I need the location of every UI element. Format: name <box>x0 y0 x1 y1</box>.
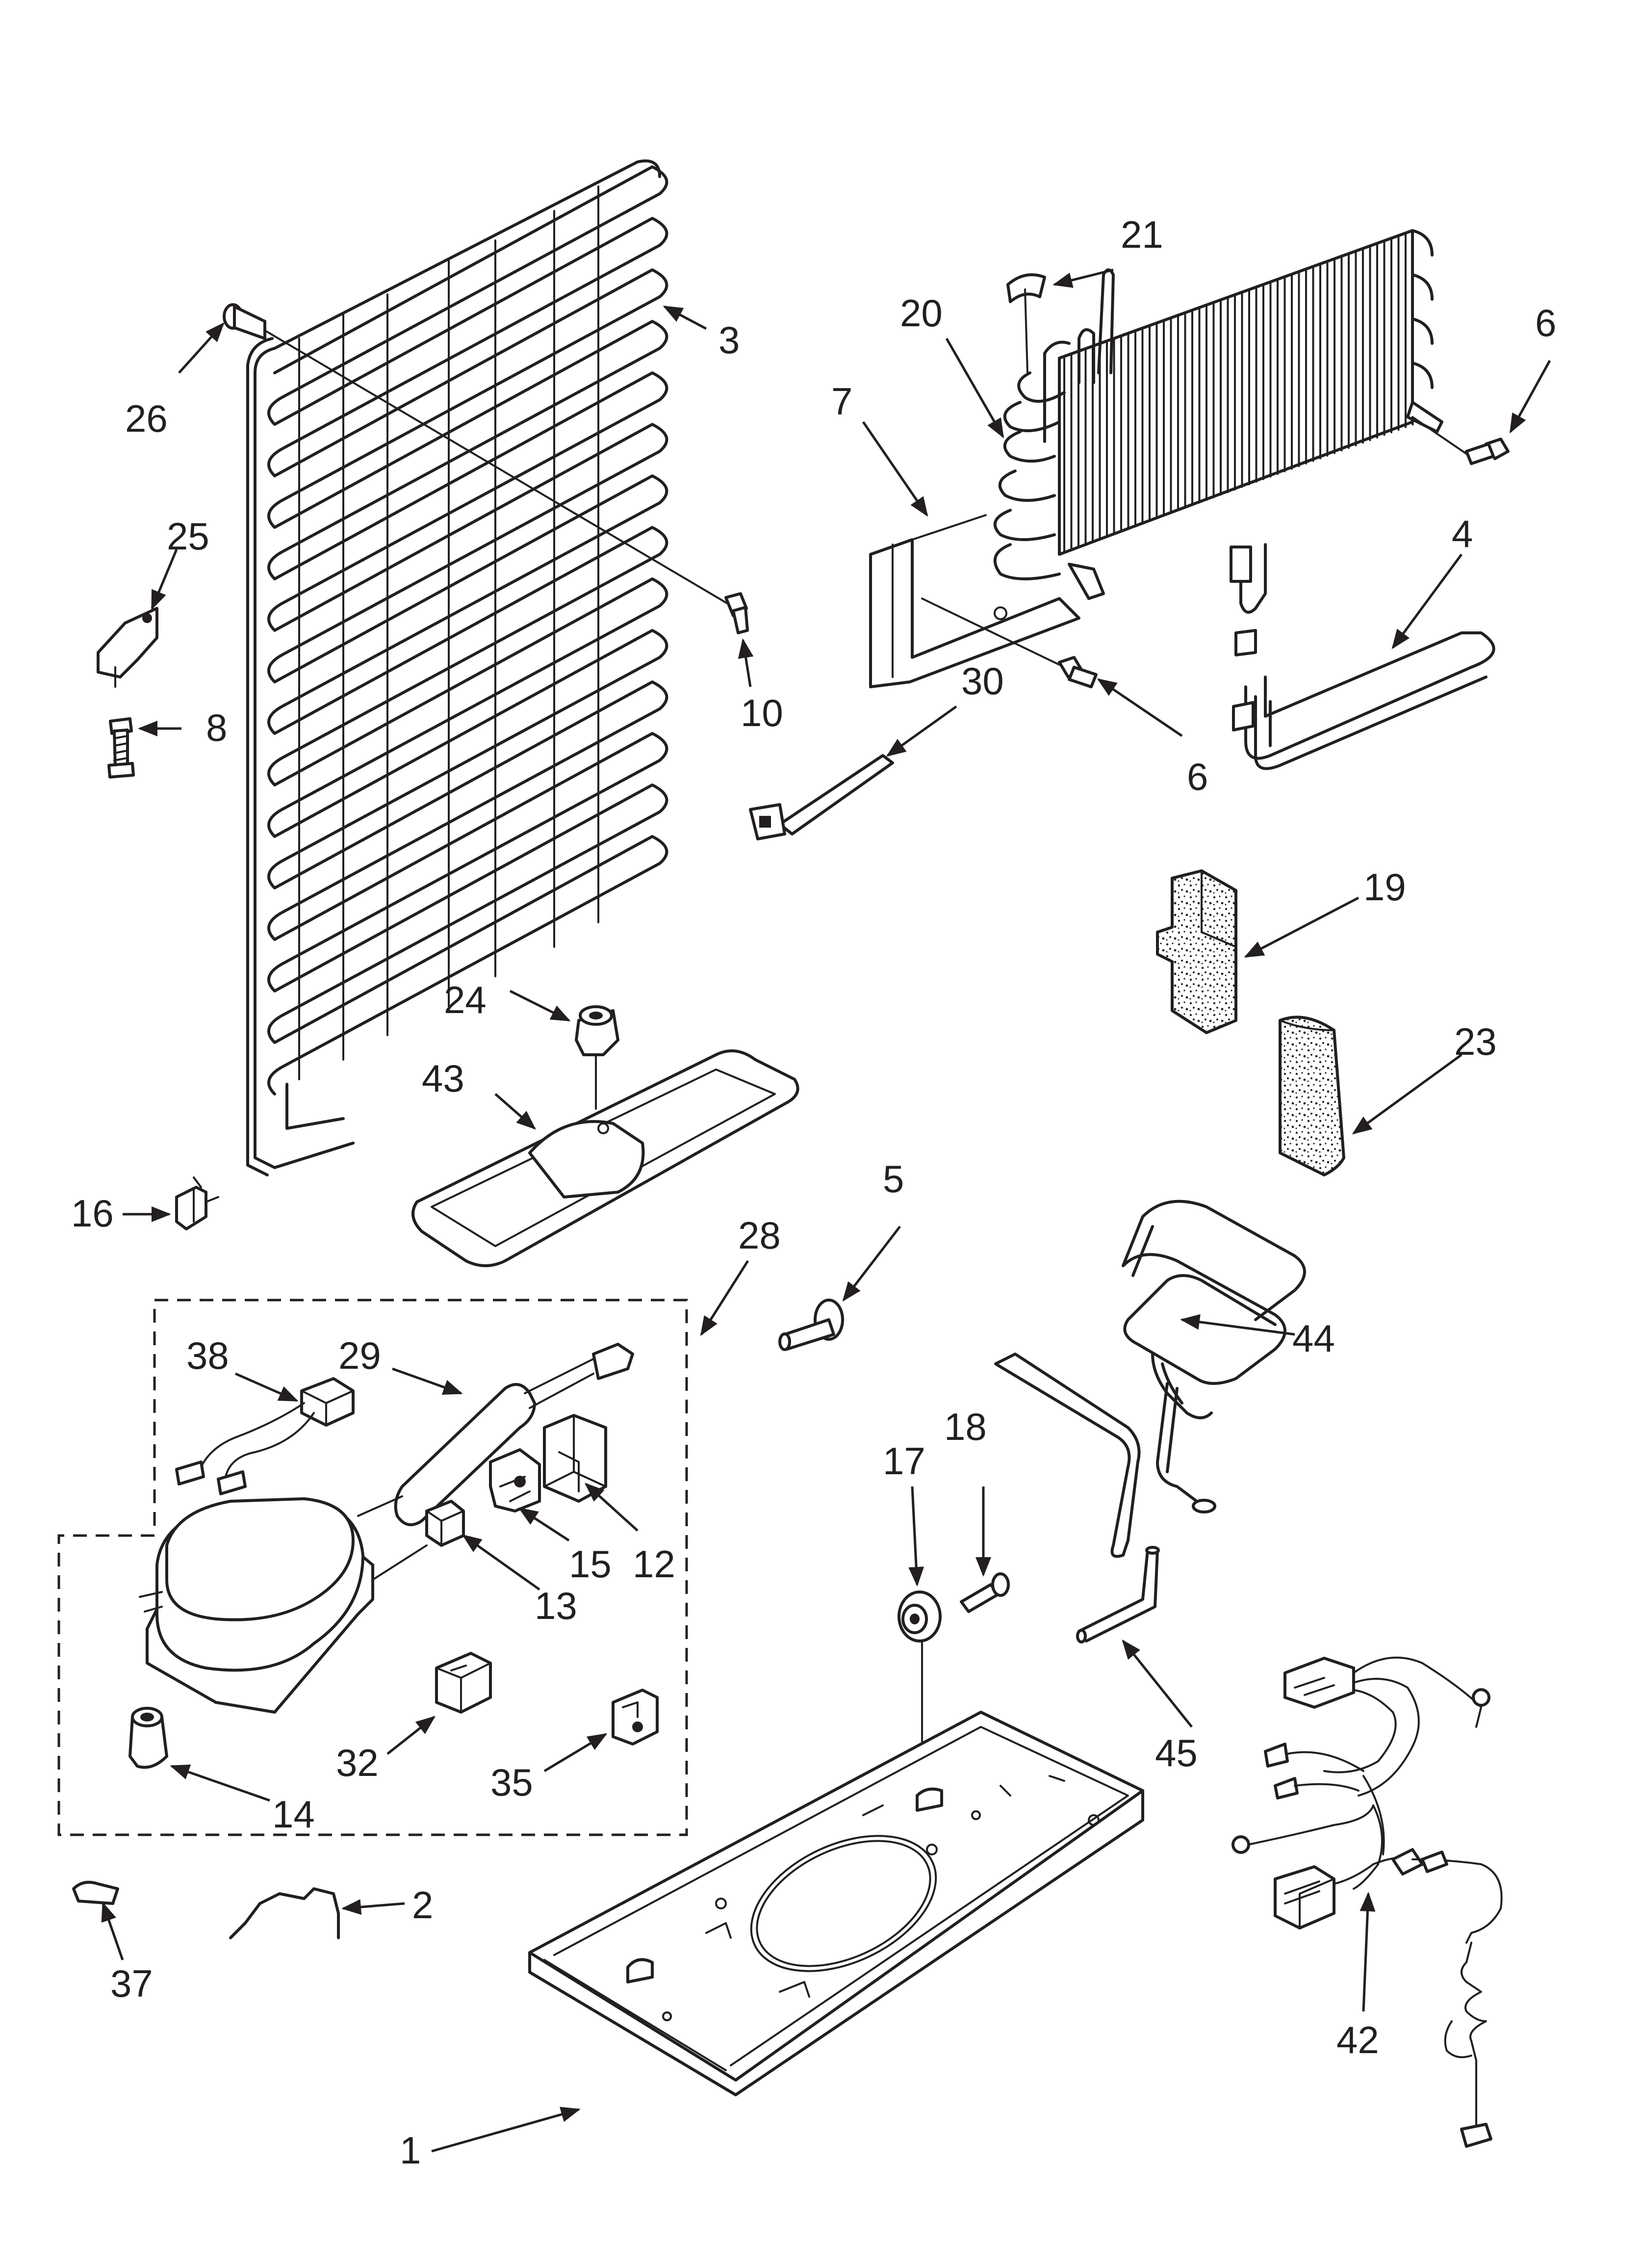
part-6-screw-a <box>1411 416 1510 465</box>
callout-12: 12 <box>633 1542 675 1586</box>
callout-38: 38 <box>186 1334 229 1377</box>
part-35-terminal-block <box>612 1689 659 1746</box>
callout-14: 14 <box>272 1793 315 1836</box>
part-17-roller <box>898 1590 942 1743</box>
callout-13: 13 <box>535 1584 577 1627</box>
callout-32: 32 <box>336 1741 379 1784</box>
callout-42: 42 <box>1336 2018 1379 2061</box>
leader-lines <box>101 268 1551 2153</box>
callout-3: 3 <box>718 318 740 362</box>
part-43-drain-pan <box>411 1049 799 1267</box>
part-42-wire-harness <box>1232 1656 1503 2148</box>
callout-19: 19 <box>1363 865 1406 909</box>
callout-15: 15 <box>569 1542 612 1586</box>
part-44-tubing <box>994 1199 1306 1558</box>
part-19-foam <box>1156 869 1237 1034</box>
callout-23: 23 <box>1454 1020 1497 1063</box>
callout-25: 25 <box>167 515 209 558</box>
part-2-wire <box>229 1887 340 1939</box>
part-14-grommet <box>128 1707 168 1769</box>
part-12-overload <box>543 1414 607 1503</box>
part-13-terminal <box>425 1500 465 1547</box>
part-15-relay <box>489 1448 541 1512</box>
callout-10: 10 <box>741 691 783 734</box>
part-10-screw <box>724 592 749 634</box>
part-7-cover <box>869 514 1080 688</box>
callout-29: 29 <box>338 1334 381 1377</box>
callout-16: 16 <box>71 1192 114 1235</box>
callout-8: 8 <box>206 706 227 749</box>
callout-21: 21 <box>1121 213 1163 256</box>
callout-35: 35 <box>490 1761 533 1804</box>
part-30-wire-tie <box>749 754 894 840</box>
part-18-pin <box>960 1572 1010 1613</box>
part-26-bolt <box>223 303 266 340</box>
callout-18: 18 <box>944 1405 987 1448</box>
callout-37: 37 <box>110 1962 153 2005</box>
part-4-defrost-heater <box>1230 543 1495 770</box>
compressor <box>139 1497 428 1714</box>
part-25-bracket <box>97 607 158 688</box>
callout-6b: 6 <box>1187 755 1208 798</box>
part-38-relay <box>175 1377 355 1495</box>
part-29-filter-drier <box>357 1343 634 1526</box>
callout-2: 2 <box>412 1883 433 1927</box>
callout-6a: 6 <box>1535 301 1556 344</box>
part-1-base-pan <box>528 1711 1144 2096</box>
callout-43: 43 <box>422 1057 464 1100</box>
callout-4: 4 <box>1452 512 1473 555</box>
callout-28: 28 <box>738 1214 781 1257</box>
callout-45: 45 <box>1155 1731 1198 1774</box>
evaporator <box>993 229 1443 600</box>
part-23-foam <box>1279 1016 1345 1176</box>
callout-5: 5 <box>883 1157 904 1200</box>
part-45-tube <box>1076 1546 1160 1643</box>
part-21-clip <box>1006 273 1046 374</box>
callout-7: 7 <box>831 380 852 423</box>
condenser-coil <box>244 159 737 1176</box>
part-6-screw-b <box>921 598 1098 688</box>
part-8-screw <box>107 717 135 779</box>
part-16-clip <box>175 1176 219 1230</box>
callout-17: 17 <box>883 1439 925 1483</box>
callout-30: 30 <box>961 659 1004 703</box>
part-37-clip <box>72 1880 119 1905</box>
callout-44: 44 <box>1292 1317 1335 1360</box>
callout-labels: 26 3 21 20 7 6 4 25 8 10 30 6 19 23 24 4… <box>71 213 1556 2172</box>
part-5-fastener <box>778 1299 844 1351</box>
part-24-drain-cup <box>575 1005 619 1110</box>
callout-26: 26 <box>125 397 168 440</box>
part-32-capacitor <box>435 1652 492 1714</box>
callout-1: 1 <box>400 2129 421 2172</box>
part-28-assembly-box <box>57 1299 688 1836</box>
callout-24: 24 <box>444 978 487 1021</box>
callout-20: 20 <box>900 291 943 335</box>
